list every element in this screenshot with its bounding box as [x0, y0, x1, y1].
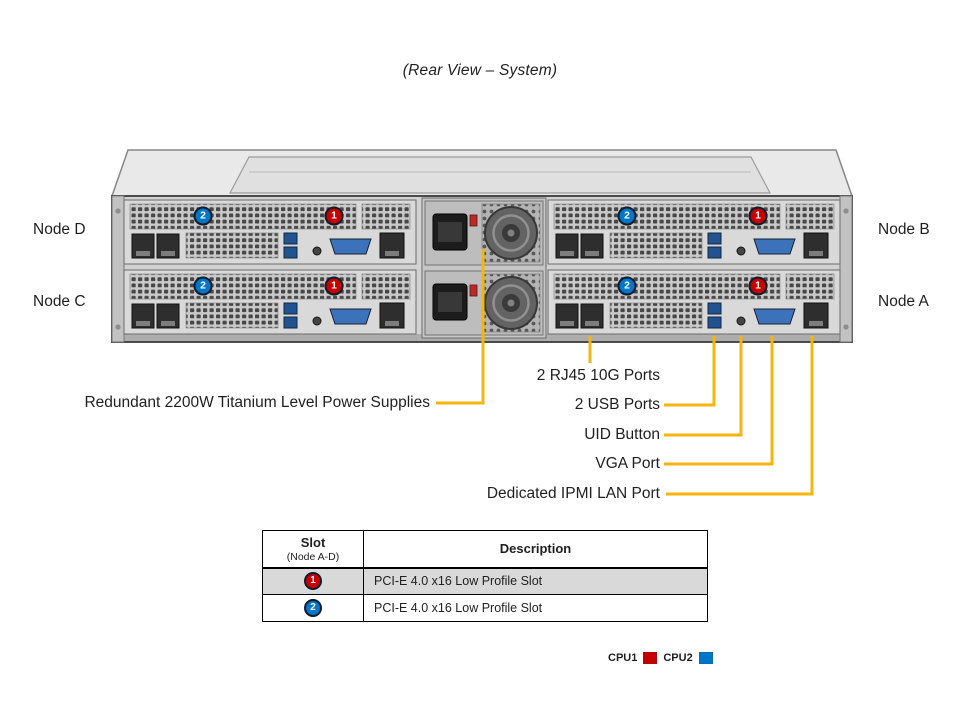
callout-line-vga [664, 336, 774, 466]
slot-1-badge: 1 [748, 206, 768, 226]
cpu2-label: CPU2 [663, 652, 693, 664]
slot2-description: PCI-E 4.0 x16 Low Profile Slot [363, 594, 708, 622]
slot-1-badge: 1 [748, 276, 768, 296]
node-a-tray [547, 269, 841, 335]
slot-1-badge: 1 [304, 572, 322, 591]
node-d-tray [123, 199, 417, 265]
cpu2-color-swatch [698, 652, 713, 664]
page-title: (Rear View – System) [402, 62, 558, 79]
slot-2-badge: 2 [193, 276, 213, 296]
slot-2-badge: 2 [304, 599, 322, 617]
table-row-slot2: 2 PCI-E 4.0 x16 Low Profile Slot [262, 594, 708, 622]
usb-callout-label: 2 USB Ports [574, 396, 660, 413]
uid-callout-label: UID Button [584, 426, 660, 443]
cpu1-label: CPU1 [608, 652, 638, 664]
cpu-legend: CPU1 CPU2 [608, 652, 713, 664]
node-b-label: Node B [878, 221, 930, 238]
slot1-badge-cell: 1 [262, 567, 364, 595]
slot-table: Slot (Node A-D) Description 1 PCI-E 4.0 … [262, 530, 708, 622]
chassis-lid [110, 149, 854, 197]
slot-header-sublabel: (Node A-D) [286, 550, 340, 563]
callout-line-psu [436, 249, 485, 405]
callout-lines [436, 249, 814, 496]
cpu1-color-swatch [643, 652, 658, 664]
table-row-slot1: 1 PCI-E 4.0 x16 Low Profile Slot [262, 567, 708, 595]
slot-1-badge: 1 [324, 276, 344, 296]
callout-line-usb [664, 336, 716, 407]
node-b-tray [547, 199, 841, 265]
node-a-label: Node A [878, 293, 929, 310]
slot-1-badge: 1 [324, 206, 344, 226]
slot-2-badge: 2 [617, 206, 637, 226]
slot-2-badge: 2 [617, 276, 637, 296]
slot1-description: PCI-E 4.0 x16 Low Profile Slot [363, 567, 708, 595]
node-c-label: Node C [33, 293, 86, 310]
node-d-label: Node D [33, 221, 86, 238]
callout-line-ipmi [666, 336, 814, 496]
description-header-label: Description [363, 530, 708, 568]
rj45-callout-label: 2 RJ45 10G Ports [536, 367, 660, 384]
ipmi-callout-label: Dedicated IPMI LAN Port [486, 485, 660, 502]
slot-header-cell: Slot (Node A-D) [262, 530, 364, 568]
vga-callout-label: VGA Port [595, 455, 660, 472]
slot-header-label: Slot [300, 534, 326, 550]
slot-2-badge: 2 [193, 206, 213, 226]
slot2-badge-cell: 2 [262, 594, 364, 622]
callout-line-uid [664, 336, 743, 437]
node-c-tray [123, 269, 417, 335]
psu-callout-label: Redundant 2200W Titanium Level Power Sup… [84, 394, 430, 411]
table-header-row: Slot (Node A-D) Description [262, 530, 708, 568]
